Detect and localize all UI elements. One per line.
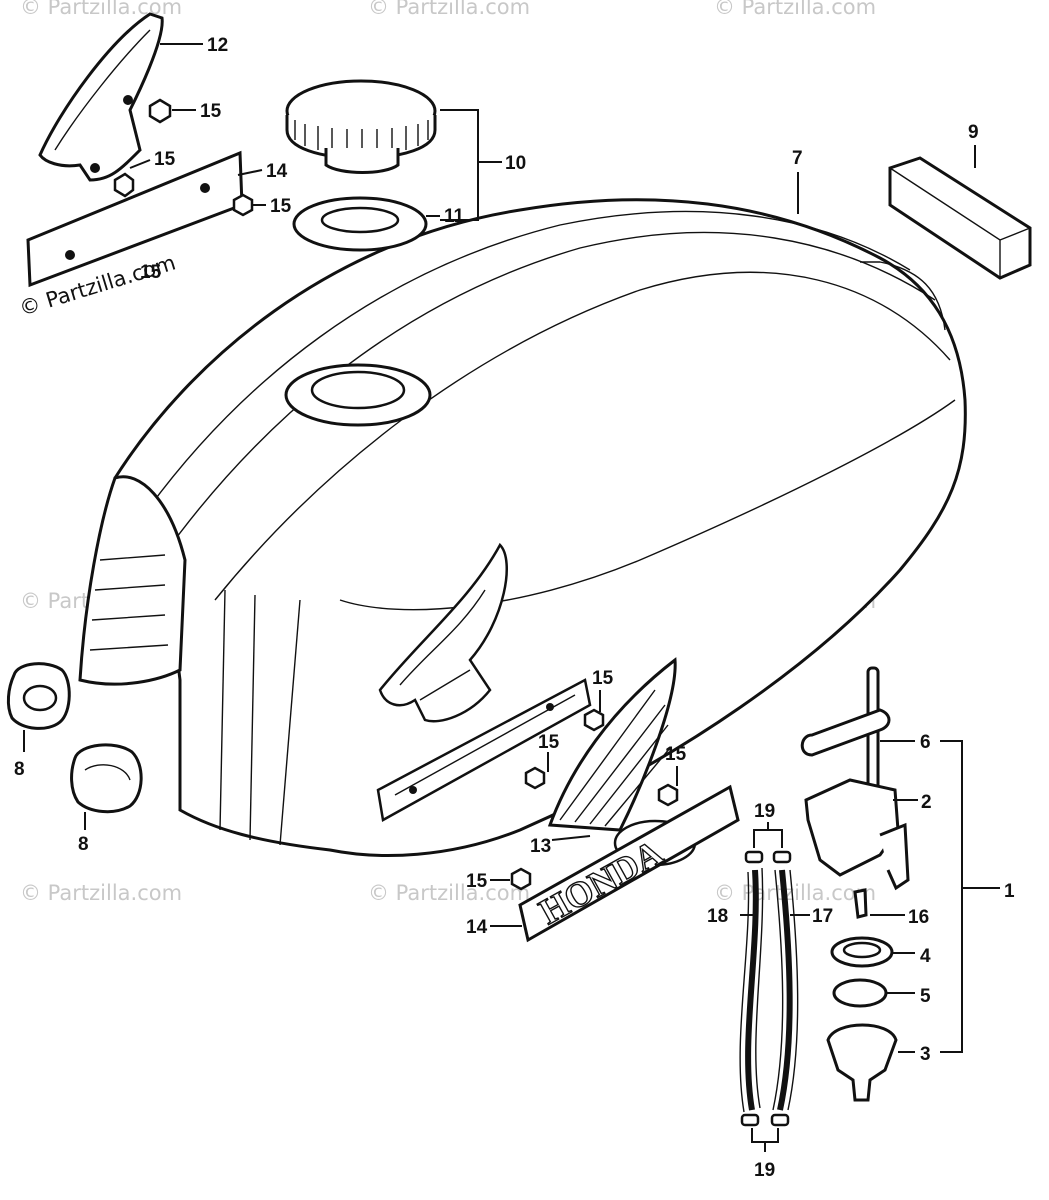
callout-7: 7: [792, 148, 803, 169]
callout-15: 15: [140, 262, 162, 283]
callout-2: 2: [921, 792, 932, 813]
leader-lines: [23, 43, 1000, 1152]
fuel-tube: [739, 867, 764, 1113]
callout-13: 13: [530, 836, 551, 857]
callout-15: 15: [154, 149, 176, 170]
callout-19: 19: [754, 801, 775, 822]
callout-9: 9: [968, 122, 979, 143]
callout-17: 17: [812, 906, 833, 927]
nut: [113, 98, 679, 891]
callout-6: 6: [920, 732, 931, 753]
foam-cushion: [888, 156, 1032, 280]
callout-15: 15: [270, 196, 292, 217]
watermark-text: © Partzilla.com: [368, 881, 530, 905]
callout-18: 18: [707, 906, 728, 927]
rubber-cushion: [6, 662, 71, 730]
callout-15: 15: [665, 744, 687, 765]
callout-8: 8: [78, 834, 89, 855]
callout-15: 15: [200, 101, 222, 122]
callout-8: 8: [14, 759, 25, 780]
fuel-tube: [772, 869, 799, 1111]
fuel-cock-assembly: [800, 666, 910, 1102]
callout-14: 14: [466, 917, 488, 938]
fuel-tank: [78, 198, 967, 857]
watermark-text: © Partzilla.com: [714, 881, 876, 905]
cap-gasket: [292, 196, 428, 252]
emblem-brand-text: HONDA: [532, 832, 669, 932]
callout-19: 19: [754, 1160, 775, 1181]
callout-4: 4: [920, 946, 931, 967]
tube-clip: [740, 850, 792, 1127]
callout-12: 12: [207, 35, 228, 56]
watermark-text: © Partzilla.com: [714, 0, 876, 19]
watermark-text: © Partzilla.com: [20, 881, 182, 905]
callout-15: 15: [538, 732, 560, 753]
rubber-cushion: [70, 743, 143, 814]
watermark-text: © Partzilla.com: [368, 0, 530, 19]
watermark-text: © Partzilla.com: [20, 0, 182, 19]
callout-1: 1: [1004, 881, 1015, 902]
callout-10: 10: [505, 153, 526, 174]
fuel-cap: [285, 79, 437, 174]
callout-15: 15: [592, 668, 614, 689]
callout-16: 16: [908, 907, 929, 928]
callout-11: 11: [444, 206, 465, 227]
callout-15: 15: [466, 871, 488, 892]
callout-3: 3: [920, 1044, 931, 1065]
tank-bracket: [38, 12, 164, 182]
callout-14: 14: [266, 161, 288, 182]
callout-labels: 1 2 3 4 5 6 7 8 8 9 10 11 12 13 14 14 15…: [14, 35, 1015, 1181]
callout-5: 5: [920, 986, 931, 1007]
